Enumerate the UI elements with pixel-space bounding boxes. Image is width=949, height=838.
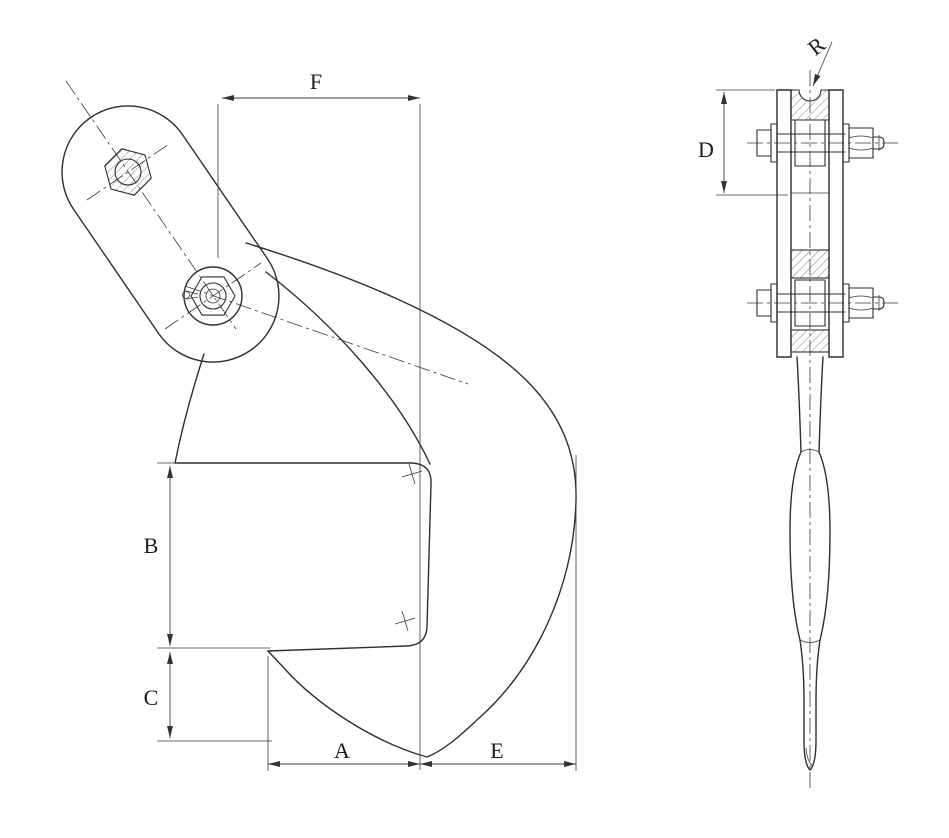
dimension-label-E: E [490,738,503,763]
dimension-D: D [698,89,788,196]
dimension-B: B [144,462,270,649]
shank-transition-line [800,449,820,453]
dimension-F: F [217,69,421,770]
cotter-pin-line [185,296,199,300]
nut-facet-line [848,307,874,311]
lower-spacer-hatch [790,329,830,353]
washer-left [770,283,778,323]
front-centerlines [65,80,469,385]
hex-nut [848,127,874,159]
washer-left [770,123,778,163]
dimension-E: E [420,455,577,771]
center-mark-line [401,610,409,632]
cotter-pin-line [185,290,199,295]
arm-axis-centerline [184,285,469,385]
side-view: D R [698,32,900,790]
spacer-sleeve [794,119,826,167]
dimension-C: C [144,652,272,742]
bolt-tip [872,136,885,150]
hook-jaw-profile [174,462,432,652]
link-axis-centerline [65,80,237,330]
nut-facet-line [848,147,874,151]
hook-arm-inner-edge [265,271,431,465]
dimension-label-F: F [310,69,322,94]
top-spacer-hatch [790,89,830,121]
cotter-pin-head [182,291,190,299]
bolt-tip [872,296,885,310]
hook-tip-curl [805,747,814,767]
spacer-sleeve [794,279,826,327]
nut-facet-line [848,135,874,139]
fillet-center-mark [401,463,423,485]
dimension-label-B: B [144,533,159,558]
dimension-A: A [267,656,420,771]
bottom-hole-centerline [164,262,262,330]
bottom-pin-shaft [199,282,227,310]
center-mark-line [408,463,416,485]
top-pin-hole [114,158,142,186]
hook-left-edge [174,353,205,464]
radius-callout: R [803,32,833,87]
nut-facet-line [848,295,874,299]
bolt-assembly-top [747,119,900,167]
hook-shank-profile [789,356,831,771]
bolt-assembly-bottom [747,279,900,327]
hex-nut [848,287,874,319]
dimension-label-A: A [334,738,350,763]
shank-left-edge [789,356,811,771]
front-view: F B C A E [61,69,577,771]
shank-right-edge [809,356,831,771]
bottom-pin-hole [205,288,221,304]
lower-spacer-hatch [790,249,830,279]
shank-transition-line [799,639,821,643]
dimension-label-D: D [698,137,714,162]
leader-line [812,41,833,87]
hook-outer-profile [245,242,577,758]
bottom-pin-washer [183,266,243,326]
top-hex-nut [104,148,152,196]
lower-spacer-section [790,249,830,353]
shackle-link [61,105,280,363]
fillet-center-mark [394,610,416,632]
link-plate-outline [61,105,280,363]
top-spacer-section [790,89,830,194]
bottom-hex-nut [190,276,236,316]
hook-body [174,242,577,758]
dimension-label-C: C [144,685,159,710]
